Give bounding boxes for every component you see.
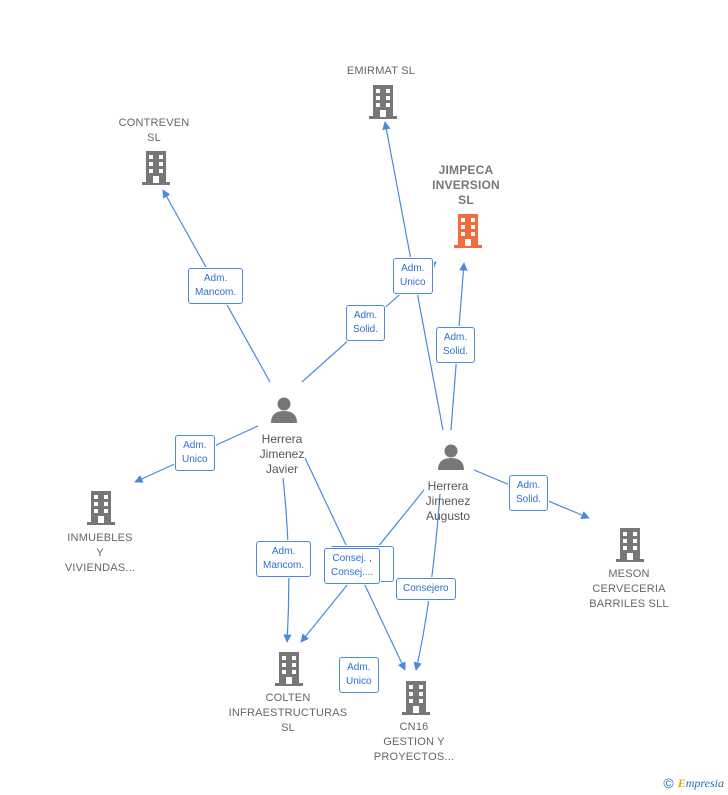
building-icon[interactable] <box>367 84 399 120</box>
role-label[interactable]: Adm. Unico <box>339 657 379 693</box>
company-label-emirmat[interactable]: EMIRMAT SL <box>346 65 416 77</box>
building-icon[interactable] <box>85 490 117 526</box>
role-label[interactable]: Adm. Mancom. <box>256 541 312 577</box>
company-label-colten[interactable]: COLTEN INFRAESTRUCTURAS SL <box>228 692 348 734</box>
company-label-cn16[interactable]: CN16 GESTION Y PROYECTOS... <box>373 721 455 763</box>
company-label-inmuebles[interactable]: INMUEBLES Y VIVIENDAS... <box>64 532 136 574</box>
copyright-icon: © <box>663 775 674 791</box>
role-label[interactable]: Adm. Solid. <box>509 475 549 511</box>
company-label-meson[interactable]: MESON CERVECERIA BARRILES SLL <box>589 568 669 610</box>
brand-logo: Empresia <box>677 775 724 790</box>
person-icon[interactable] <box>270 396 298 424</box>
role-label[interactable]: Adm. Solid. <box>346 305 386 341</box>
person-icon[interactable] <box>437 443 465 471</box>
building-icon[interactable] <box>614 527 646 563</box>
role-label[interactable]: Consejero <box>396 578 456 600</box>
role-label[interactable]: Adm. Unico <box>175 435 215 471</box>
company-label-jimpeca[interactable]: JIMPECA INVERSION SL <box>432 163 500 207</box>
building-icon[interactable] <box>400 680 432 716</box>
building-icon[interactable] <box>273 651 305 687</box>
building-icon[interactable] <box>140 150 172 186</box>
person-label-augusto[interactable]: Herrera Jimenez Augusto <box>425 479 471 523</box>
building-icon[interactable] <box>452 213 484 249</box>
footer-brand[interactable]: © Empresia <box>663 775 724 791</box>
company-label-contreven[interactable]: CONTREVEN SL <box>118 117 190 144</box>
role-label[interactable]: Adm. Mancom. <box>188 268 244 304</box>
person-label-javier[interactable]: Herrera Jimenez Javier <box>259 432 305 476</box>
role-label[interactable]: Consej. , Consej.... <box>324 548 381 584</box>
role-label[interactable]: Adm. Solid. <box>436 327 476 363</box>
role-label[interactable]: Adm. Unico <box>393 258 433 294</box>
